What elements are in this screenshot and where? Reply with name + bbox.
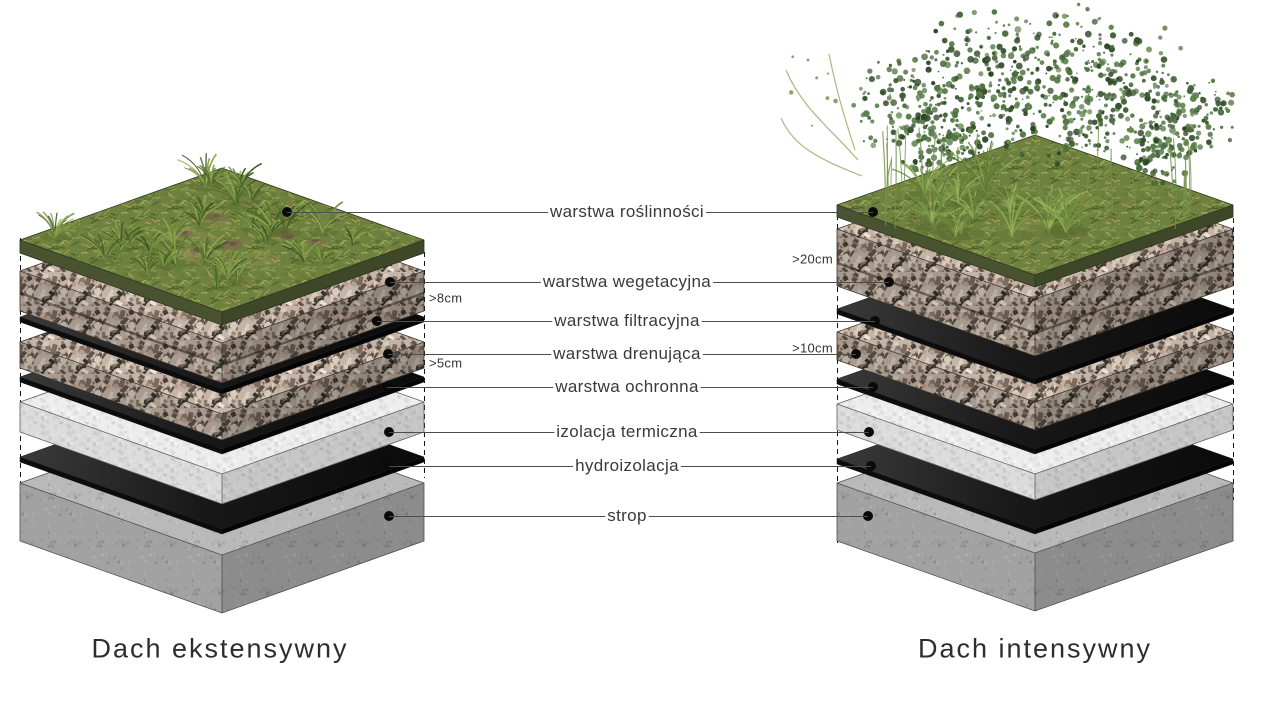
dimension-label: >10cm	[792, 340, 833, 356]
left-roof-stack	[19, 167, 425, 614]
layer-label: strop	[607, 506, 647, 525]
right-roof-stack	[836, 134, 1234, 612]
extensive-grass	[36, 153, 367, 293]
layer-label: hydroizolacja	[575, 456, 679, 475]
layer-label: warstwa ochronna	[555, 377, 699, 396]
vegetation-decor	[36, 2, 1235, 293]
layer-label: warstwa wegetacyjna	[542, 272, 712, 291]
right-roof-title: Dach intensywny	[917, 633, 1153, 664]
dimension-label: >8cm	[429, 290, 463, 306]
leader-overlay	[282, 207, 894, 521]
dimension-label: >5cm	[429, 355, 463, 371]
layer-label: izolacja termiczna	[556, 422, 698, 441]
layer-label: warstwa roślinności	[549, 202, 705, 221]
layer-label: warstwa drenująca	[553, 344, 701, 363]
layer-label: warstwa filtracyjna	[554, 311, 700, 330]
intensive-plants	[780, 2, 1235, 245]
roof-blocks	[19, 134, 1234, 614]
dimension-label: >20cm	[792, 251, 833, 267]
left-roof-title: Dach ekstensywny	[91, 633, 349, 664]
